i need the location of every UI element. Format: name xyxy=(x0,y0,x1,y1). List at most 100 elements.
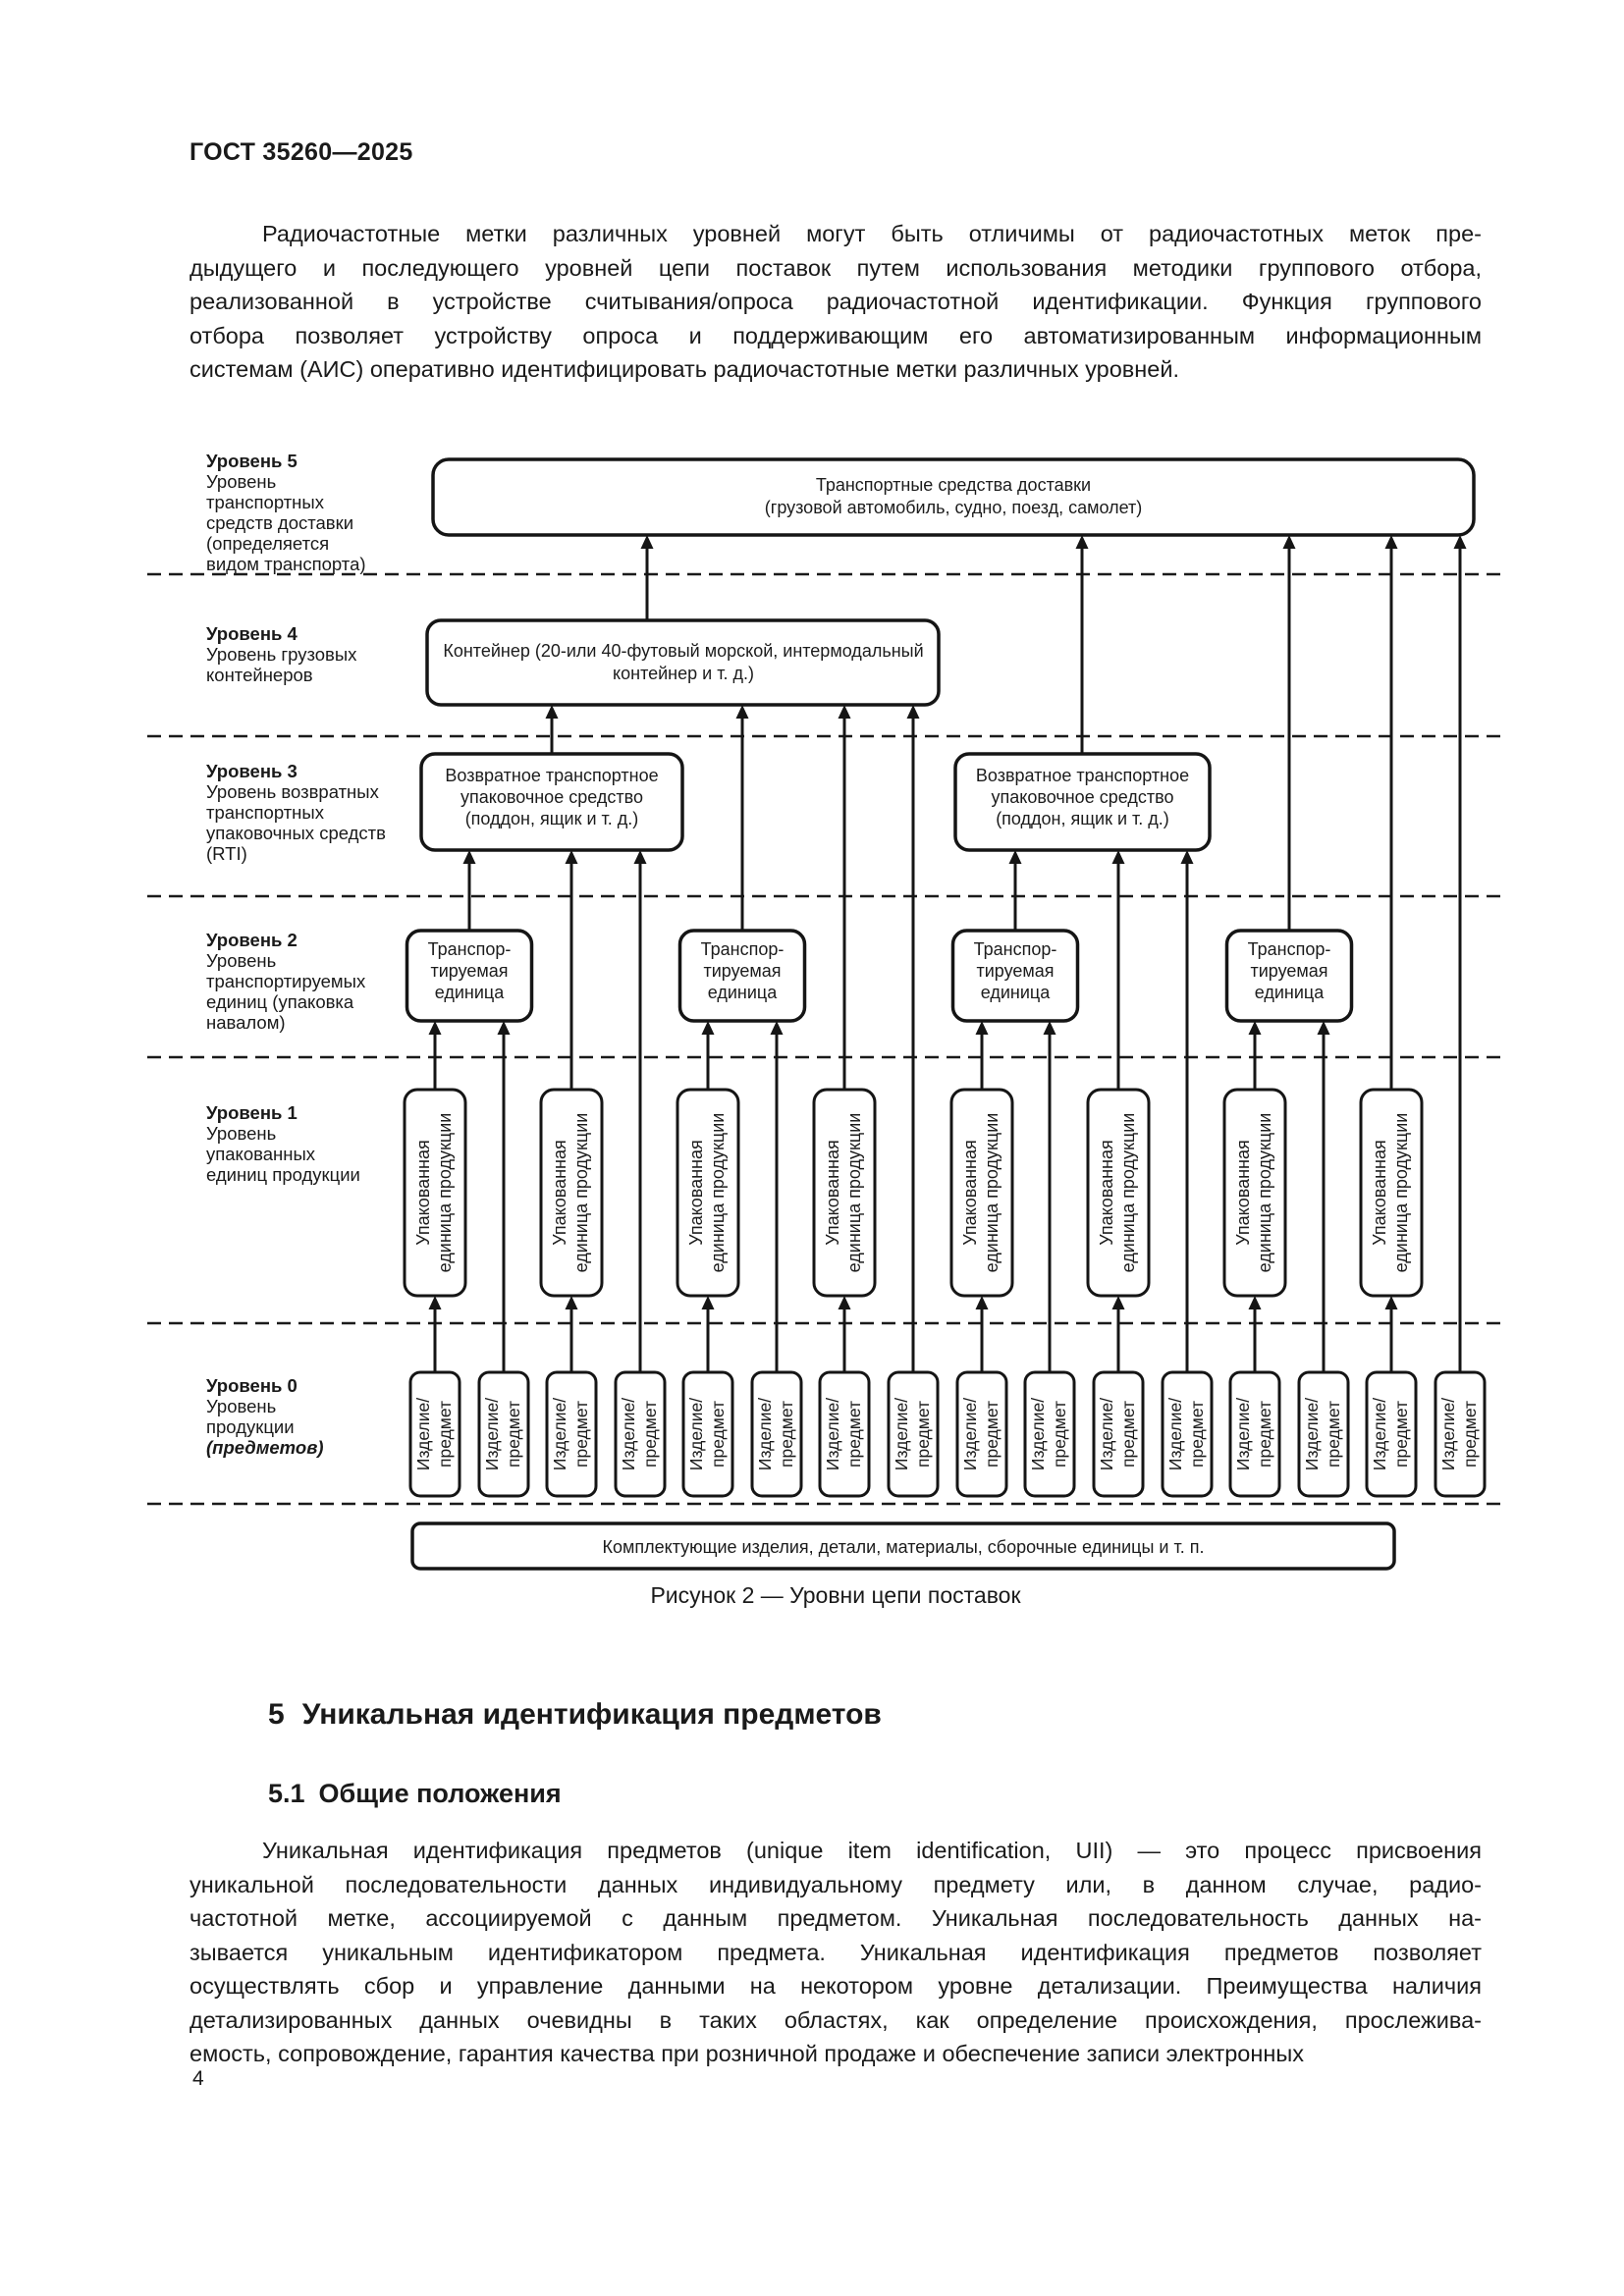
rotated-box-label: Изделие/предмет xyxy=(482,1398,523,1470)
level0-label-title: Уровень 0 xyxy=(206,1375,298,1396)
level5-label-line: видом транспорта) xyxy=(206,554,366,574)
box-label: тируемая xyxy=(703,961,781,981)
level2-label-line: транспортируемых xyxy=(206,971,366,991)
up-arrow xyxy=(1317,1021,1330,1372)
paragraph-line: Уникальная идентификация предметов (uniq… xyxy=(262,1838,1482,1863)
box-label: тируемая xyxy=(1250,961,1327,981)
up-arrow xyxy=(1384,535,1398,1090)
level2-transport-unit-box-3 xyxy=(950,929,1080,1023)
level1-label-line: Уровень xyxy=(206,1123,276,1144)
level3-rti-box-1 xyxy=(419,752,684,852)
level0-label-line: продукции xyxy=(206,1416,295,1437)
up-arrow xyxy=(735,705,749,931)
up-arrow xyxy=(770,1021,784,1372)
level2-label-line: навалом) xyxy=(206,1012,286,1033)
up-arrow xyxy=(1248,1021,1262,1090)
intro-paragraph: Радиочастотные метки различных уровней м… xyxy=(189,217,1482,387)
rotated-box-label: Изделие/предмет xyxy=(550,1398,591,1470)
supply-chain-levels-diagram: Транспортные средства доставки(грузовой … xyxy=(147,451,1500,1571)
level0-label-emphasis: (предметов) xyxy=(206,1437,324,1458)
level2-transport-unit-box-4 xyxy=(1224,929,1354,1023)
level1-label-line: упакованных xyxy=(206,1144,316,1164)
up-arrow xyxy=(906,705,920,1372)
paragraph-line: емость, сопровождение, гарантия качества… xyxy=(189,2041,1304,2066)
level0-label-line: Уровень xyxy=(206,1396,276,1416)
subsection-number: 5.1 xyxy=(268,1779,305,1808)
level1-packed-unit-box-2 xyxy=(539,1088,604,1298)
level0-item-box-16 xyxy=(1434,1370,1487,1498)
box-label: единица xyxy=(708,983,778,1002)
up-arrow xyxy=(633,850,647,1372)
rotated-box-label: Изделие/предмет xyxy=(892,1398,933,1470)
paragraph-line: Радиочастотные метки различных уровней м… xyxy=(262,221,1482,246)
level1-packed-unit-box-1 xyxy=(403,1088,467,1298)
level5-label-line: Уровень xyxy=(206,471,276,492)
level2-transport-unit-box-2 xyxy=(677,929,807,1023)
figure-caption: Рисунок 2 — Уровни цепи поставок xyxy=(650,1582,1021,1608)
up-arrow xyxy=(1111,850,1125,1090)
level0-item-box-10 xyxy=(1023,1370,1076,1498)
level3-label-line: (RTI) xyxy=(206,843,247,864)
box-label: Транспортные средства доставки xyxy=(816,475,1091,495)
rotated-box-label: Изделие/предмет xyxy=(755,1398,796,1470)
up-arrow xyxy=(565,850,578,1090)
page-number: 4 xyxy=(192,2067,204,2090)
box-label: (поддон, ящик и т. д.) xyxy=(465,809,639,828)
box-label: Транспор- xyxy=(1248,939,1331,959)
box-label: упаковочное средство xyxy=(460,787,643,807)
rotated-box-label: Изделие/предмет xyxy=(1028,1398,1069,1470)
box-label: единица xyxy=(435,983,505,1002)
rotated-box-label: Изделие/предмет xyxy=(960,1398,1001,1470)
level1-label-title: Уровень 1 xyxy=(206,1102,298,1123)
box-label: Возвратное транспортное xyxy=(445,766,658,785)
level0-item-box-9 xyxy=(955,1370,1008,1498)
level0-item-box-12 xyxy=(1161,1370,1214,1498)
paragraph-line: зывается уникальным идентификатором пред… xyxy=(189,1939,1482,1965)
box-label: контейнер и т. д.) xyxy=(613,664,754,683)
up-arrow xyxy=(1043,1021,1056,1372)
level0-item-box-14 xyxy=(1297,1370,1350,1498)
up-arrow xyxy=(1384,1296,1398,1372)
rotated-box-label: Изделие/предмет xyxy=(619,1398,660,1470)
up-arrow xyxy=(838,1296,851,1372)
level0-item-box-11 xyxy=(1092,1370,1145,1498)
up-arrow xyxy=(701,1021,715,1090)
level4-label-title: Уровень 4 xyxy=(206,623,298,644)
box-label: Транспор- xyxy=(428,939,512,959)
level1-packed-unit-box-7 xyxy=(1222,1088,1287,1298)
rotated-box-label: Изделие/предмет xyxy=(1302,1398,1343,1470)
level1-packed-unit-box-6 xyxy=(1086,1088,1151,1298)
up-arrow xyxy=(497,1021,511,1372)
box-label: Транспор- xyxy=(974,939,1057,959)
level1-packed-unit-box-5 xyxy=(949,1088,1014,1298)
document-header: ГОСТ 35260—2025 xyxy=(189,138,413,166)
box-label: Комплектующие изделия, детали, материалы… xyxy=(603,1537,1205,1557)
rotated-box-label: Изделие/предмет xyxy=(1438,1398,1480,1470)
box-label: Контейнер (20-или 40-футовый морской, ин… xyxy=(443,641,923,661)
level1-packed-unit-box-4 xyxy=(812,1088,877,1298)
level0-item-box-4 xyxy=(614,1370,667,1498)
level5-label-line: транспортных xyxy=(206,492,325,512)
box-label: тируемая xyxy=(976,961,1054,981)
up-arrow xyxy=(701,1296,715,1372)
paragraph-line: дыдущего и последующего уровней цепи пос… xyxy=(189,254,1482,281)
paragraph-line: реализованной в устройстве считывания/оп… xyxy=(189,289,1482,314)
level3-label-line: транспортных xyxy=(206,802,325,823)
up-arrow xyxy=(462,850,476,931)
up-arrow xyxy=(1111,1296,1125,1372)
level5-label-title: Уровень 5 xyxy=(206,451,298,471)
section-body-paragraph: Уникальная идентификация предметов (uniq… xyxy=(189,1834,1482,2071)
box-label: Возвратное транспортное xyxy=(976,766,1189,785)
level0-item-box-7 xyxy=(818,1370,871,1498)
section-number: 5 xyxy=(268,1698,285,1731)
box-label: единица xyxy=(1255,983,1325,1002)
paragraph-line: частотной метке, ассоциируемой с данным … xyxy=(189,1905,1482,1931)
up-arrow xyxy=(640,535,654,620)
